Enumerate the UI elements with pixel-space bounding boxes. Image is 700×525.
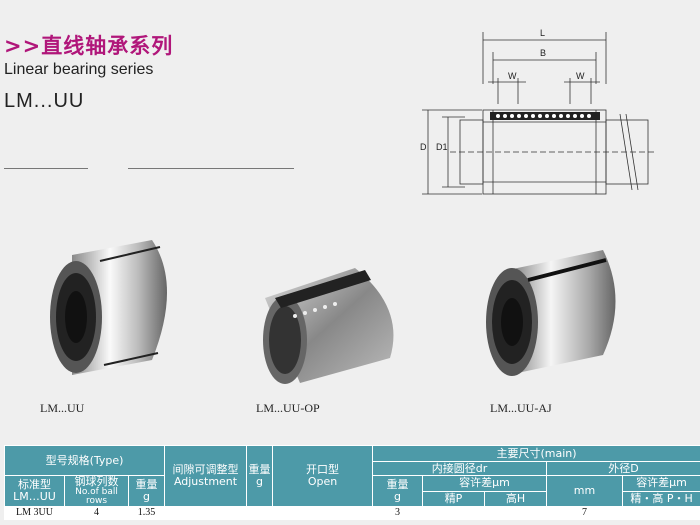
table-row: LM 3UU 4 1.35 3 7 [4,506,700,520]
header-type-group: 型号规格(Type) [3,445,166,476]
model-code: LM...UU [4,90,85,112]
header-tolerance: 容许差μm [422,475,548,492]
header-precise-high: 精・高 P・H [622,490,700,507]
label-D: D [420,142,427,152]
caption-lmuu: LM...UU [40,401,85,415]
dimension-drawing: L B W W D D1 [420,28,655,195]
divider-left [4,168,88,169]
label-W-right: W [576,71,585,81]
label-D1: D1 [436,142,448,152]
caption-lmuu-op: LM...UU-OP [256,401,320,415]
header-high-h: 高H [484,490,548,507]
label-W-left: W [508,71,517,81]
header-outer-tolerance: 容许差μm [622,475,700,492]
page-subtitle: Linear bearing series [4,61,154,78]
header-inner-dia: 内接圆径dr [372,461,548,476]
page-title: >>直线轴承系列 [4,34,174,58]
bearing-lmuu-op-image [263,268,394,384]
header-outer-dia: 外径D [546,461,700,476]
divider-right [128,168,294,169]
header-main-dims: 主要尺寸(main) [372,445,700,462]
bearing-lmuu-image [50,240,167,375]
header-mm: mm [546,475,624,507]
caption-lmuu-aj: LM...UU-AJ [490,401,552,415]
label-L: L [540,28,545,38]
bearing-lmuu-aj-image [486,250,616,376]
header-precise-p: 精P [422,490,486,507]
label-B: B [540,48,546,58]
